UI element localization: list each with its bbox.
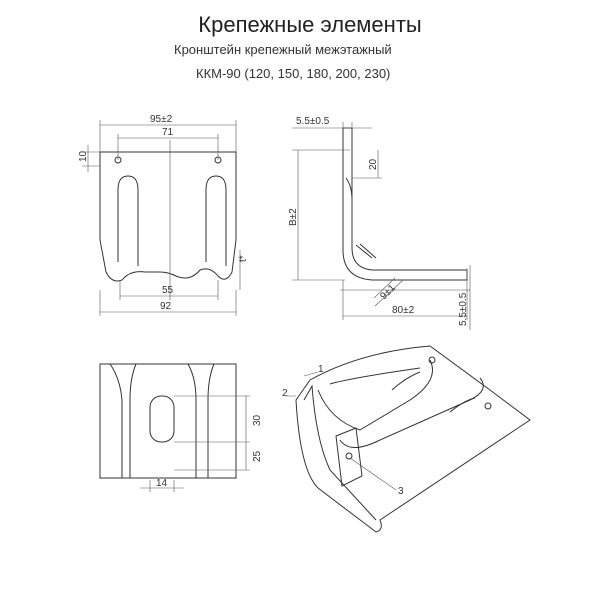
drawing-subtitle: Кронштейн крепежный межэтажный bbox=[174, 42, 392, 57]
dim-hole-offset: 10 bbox=[78, 150, 89, 162]
front-view: 95±2 71 10 t* 55 92 bbox=[78, 114, 249, 316]
callout-3: 3 bbox=[398, 486, 404, 497]
dim-slot-offset: 25 bbox=[252, 450, 263, 462]
dim-height: B±2 bbox=[288, 208, 299, 226]
dim-bottom-width: 92 bbox=[160, 301, 172, 312]
dim-bend: 9±1 bbox=[378, 282, 398, 302]
dim-hole-spacing: 71 bbox=[162, 127, 174, 138]
dim-thickness: t* bbox=[238, 255, 249, 262]
callout-1: 1 bbox=[318, 364, 324, 375]
side-view: 5.5±0.5 20 B±2 9±1 80±2 5.5±0.5 bbox=[288, 116, 471, 330]
dim-thickness-top: 5.5±0.5 bbox=[296, 116, 330, 127]
dim-inner-width: 55 bbox=[162, 285, 174, 296]
dim-thickness-bottom: 5.5±0.5 bbox=[458, 292, 469, 326]
plan-view: 30 25 14 bbox=[99, 363, 263, 492]
callout-2: 2 bbox=[282, 388, 288, 399]
dim-slot-length: 30 bbox=[252, 414, 263, 426]
isometric-view: 1 2 3 bbox=[282, 345, 531, 533]
dim-length: 80±2 bbox=[392, 305, 415, 316]
dim-slot-width: 14 bbox=[156, 478, 168, 489]
dim-slot-depth: 20 bbox=[368, 158, 379, 170]
dim-width-top: 95±2 bbox=[150, 114, 173, 125]
drawing-title: Крепежные элементы bbox=[198, 12, 422, 37]
model-label: ККМ-90 (120, 150, 180, 200, 230) bbox=[196, 66, 391, 81]
